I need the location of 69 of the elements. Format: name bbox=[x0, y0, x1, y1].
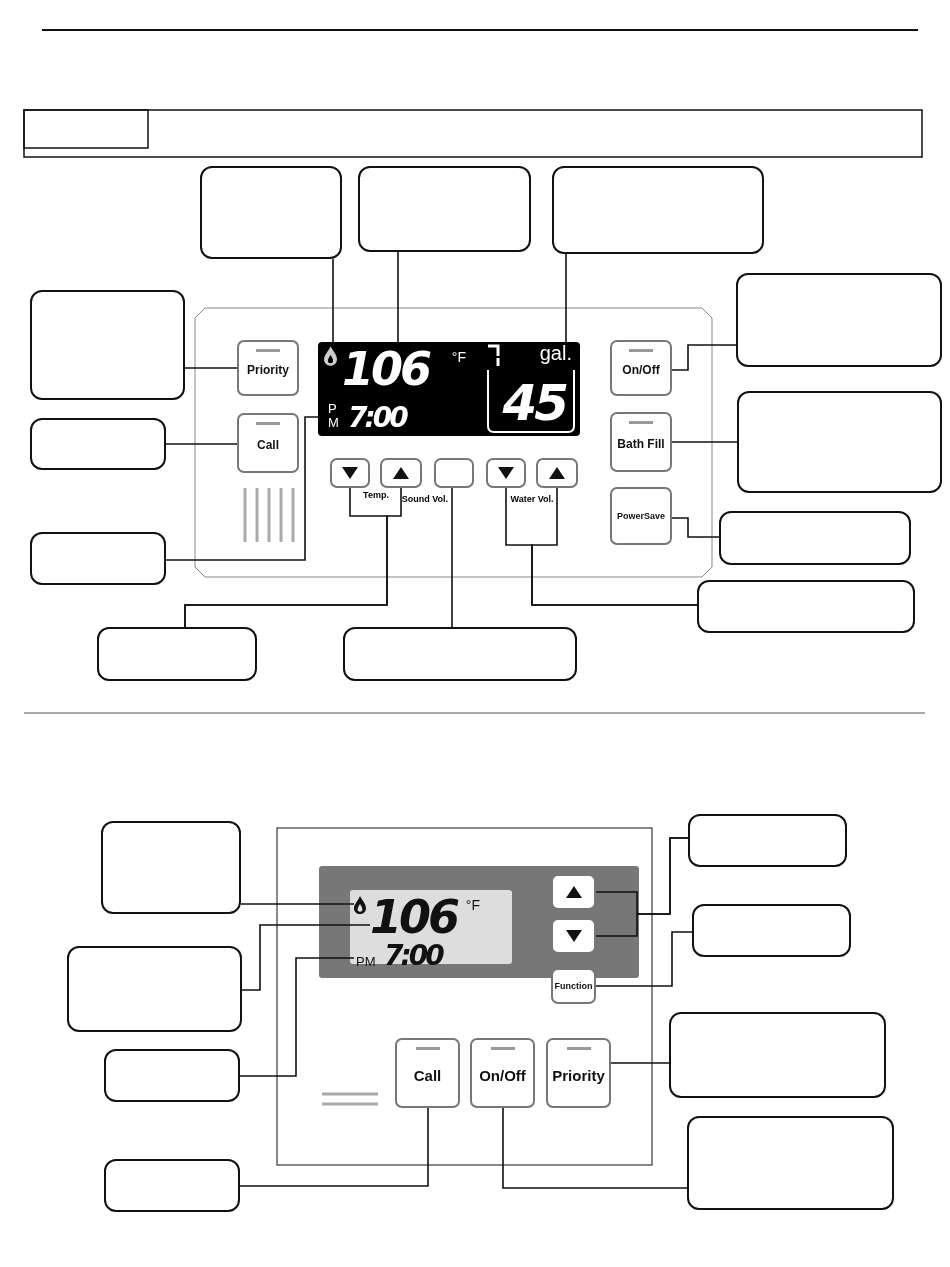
callout-box bbox=[104, 1049, 240, 1102]
flame-icon bbox=[324, 346, 337, 366]
priority-button: Priority bbox=[546, 1038, 611, 1108]
function-button: Function bbox=[551, 968, 596, 1004]
callout-box bbox=[736, 273, 942, 367]
volume-label: Water Vol. bbox=[509, 494, 555, 504]
down-button bbox=[330, 458, 370, 488]
volume-label: Sound Vol. bbox=[400, 494, 448, 504]
power-button: On/Off bbox=[470, 1038, 535, 1108]
time-period-label: PM bbox=[356, 954, 376, 969]
volume-readout: 45 bbox=[502, 378, 566, 428]
power-save-button: PowerSave bbox=[610, 487, 672, 545]
bath-fill-button: Bath Fill bbox=[610, 412, 672, 472]
time-period-label: P M bbox=[328, 402, 338, 430]
callout-box bbox=[101, 821, 241, 914]
up-button bbox=[536, 458, 578, 488]
call-button: Call bbox=[237, 413, 299, 473]
callout-box bbox=[30, 418, 166, 470]
leader-line bbox=[165, 443, 238, 445]
callout-box bbox=[104, 1159, 240, 1212]
leader-line bbox=[610, 1062, 670, 1064]
leader-line bbox=[397, 251, 399, 343]
leader-line bbox=[184, 367, 238, 369]
blank-button bbox=[434, 458, 474, 488]
down-button bbox=[551, 918, 596, 954]
time-readout: 7:00 bbox=[384, 942, 442, 970]
callout-box bbox=[358, 166, 531, 252]
down-button bbox=[486, 458, 526, 488]
temperature-readout: 106 bbox=[370, 894, 458, 940]
leader-line bbox=[240, 903, 355, 905]
up-button bbox=[551, 874, 596, 910]
flame-icon bbox=[354, 896, 366, 914]
call-button: Call bbox=[395, 1038, 460, 1108]
callout-box bbox=[552, 166, 764, 254]
priority-button: Priority bbox=[237, 340, 299, 396]
unit-label: °F bbox=[451, 350, 466, 364]
leader-line bbox=[671, 344, 737, 371]
callout-box bbox=[697, 580, 915, 633]
leader-line bbox=[565, 253, 567, 343]
leader-line bbox=[451, 487, 453, 628]
callout-box bbox=[97, 627, 257, 681]
leader-line bbox=[502, 1107, 688, 1189]
power-button: On/Off bbox=[610, 340, 672, 396]
callout-box bbox=[687, 1116, 894, 1210]
callout-box bbox=[67, 946, 242, 1032]
leader-line bbox=[332, 258, 334, 347]
callout-box bbox=[719, 511, 911, 565]
leader-line bbox=[671, 441, 738, 443]
leader-line bbox=[671, 517, 720, 538]
temperature-label: Temp. bbox=[362, 490, 390, 500]
temperature-readout: 106 bbox=[342, 346, 430, 392]
unit-label: gal. bbox=[539, 342, 572, 365]
callout-box bbox=[669, 1012, 886, 1098]
leader-line bbox=[595, 931, 693, 987]
leader-line bbox=[165, 416, 321, 561]
callout-box bbox=[30, 532, 166, 585]
time-readout: 7:00 bbox=[348, 404, 406, 432]
callout-box bbox=[343, 627, 577, 681]
leader-line bbox=[239, 957, 355, 1077]
callout-box bbox=[692, 904, 851, 957]
callout-box bbox=[200, 166, 342, 259]
leader-line bbox=[241, 924, 371, 991]
unit-label: °F bbox=[465, 898, 480, 912]
callout-box bbox=[737, 391, 942, 493]
leader-line bbox=[595, 837, 689, 937]
leader-line bbox=[239, 1107, 429, 1187]
callout-box bbox=[688, 814, 847, 867]
callout-box bbox=[30, 290, 185, 400]
up-button bbox=[380, 458, 422, 488]
